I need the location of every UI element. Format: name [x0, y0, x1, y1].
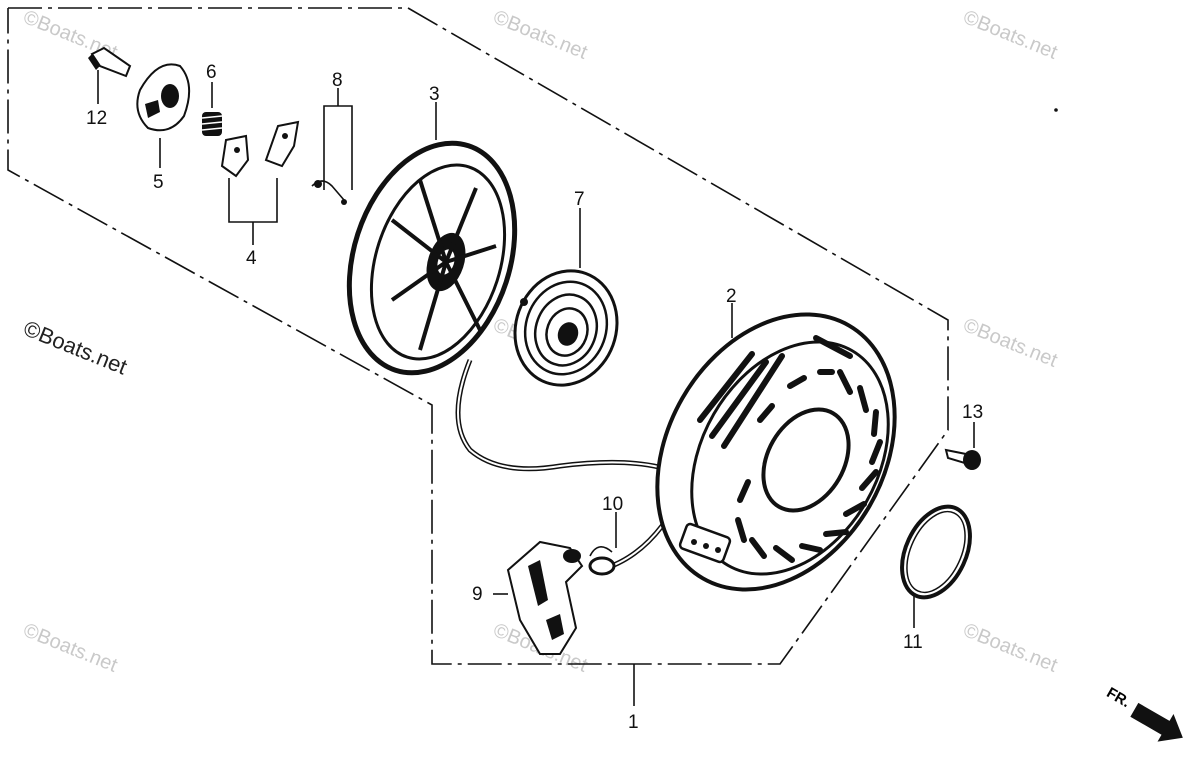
- front-direction-indicator: FR.: [1104, 684, 1183, 742]
- callout-1: 1: [628, 712, 639, 733]
- watermark: ©Boats.net: [960, 6, 1061, 64]
- part-11-o-ring: [900, 504, 972, 600]
- callout-3: 3: [429, 84, 440, 105]
- direction-label: FR.: [1104, 684, 1133, 711]
- arrow-icon: [1130, 702, 1183, 742]
- part-3-reel: [346, 140, 518, 376]
- part-8-clip: [311, 180, 347, 205]
- part-7-recoil-spring: [513, 269, 619, 387]
- callout-13: 13: [962, 402, 983, 423]
- callout-12: 12: [86, 108, 107, 129]
- callout-2: 2: [726, 286, 737, 307]
- part-10-knot: [588, 546, 616, 576]
- callout-11: 11: [903, 632, 923, 653]
- part-5-ratchet-guide: [136, 63, 191, 132]
- stray-dot: [1054, 108, 1058, 112]
- callout-7: 7: [574, 189, 585, 210]
- callout-10: 10: [602, 494, 623, 515]
- part-13-bolt: [944, 448, 981, 470]
- callout-8: 8: [332, 70, 343, 91]
- callout-4: 4: [246, 248, 257, 269]
- part-6-spring: [201, 112, 223, 136]
- watermark: ©Boats.net: [490, 6, 591, 64]
- leader-lines: [97, 70, 975, 706]
- watermark: ©Boats.net: [20, 619, 121, 677]
- callout-6: 6: [206, 62, 217, 83]
- watermark-main: ©Boats.net: [20, 315, 131, 379]
- callout-5: 5: [153, 172, 164, 193]
- part-4-ratchets: [220, 120, 300, 178]
- assembly-outline: [7, 7, 949, 665]
- part-9-grip: [506, 540, 584, 655]
- watermark: ©Boats.net: [960, 314, 1061, 372]
- part-2-starter-case: [655, 312, 897, 592]
- watermark: ©Boats.net: [960, 619, 1061, 677]
- callouts: 1 2 3 4 5 6 7 8 9 10 11 12 13: [86, 62, 983, 733]
- part-12-bolt: [88, 46, 132, 78]
- callout-9: 9: [472, 584, 483, 605]
